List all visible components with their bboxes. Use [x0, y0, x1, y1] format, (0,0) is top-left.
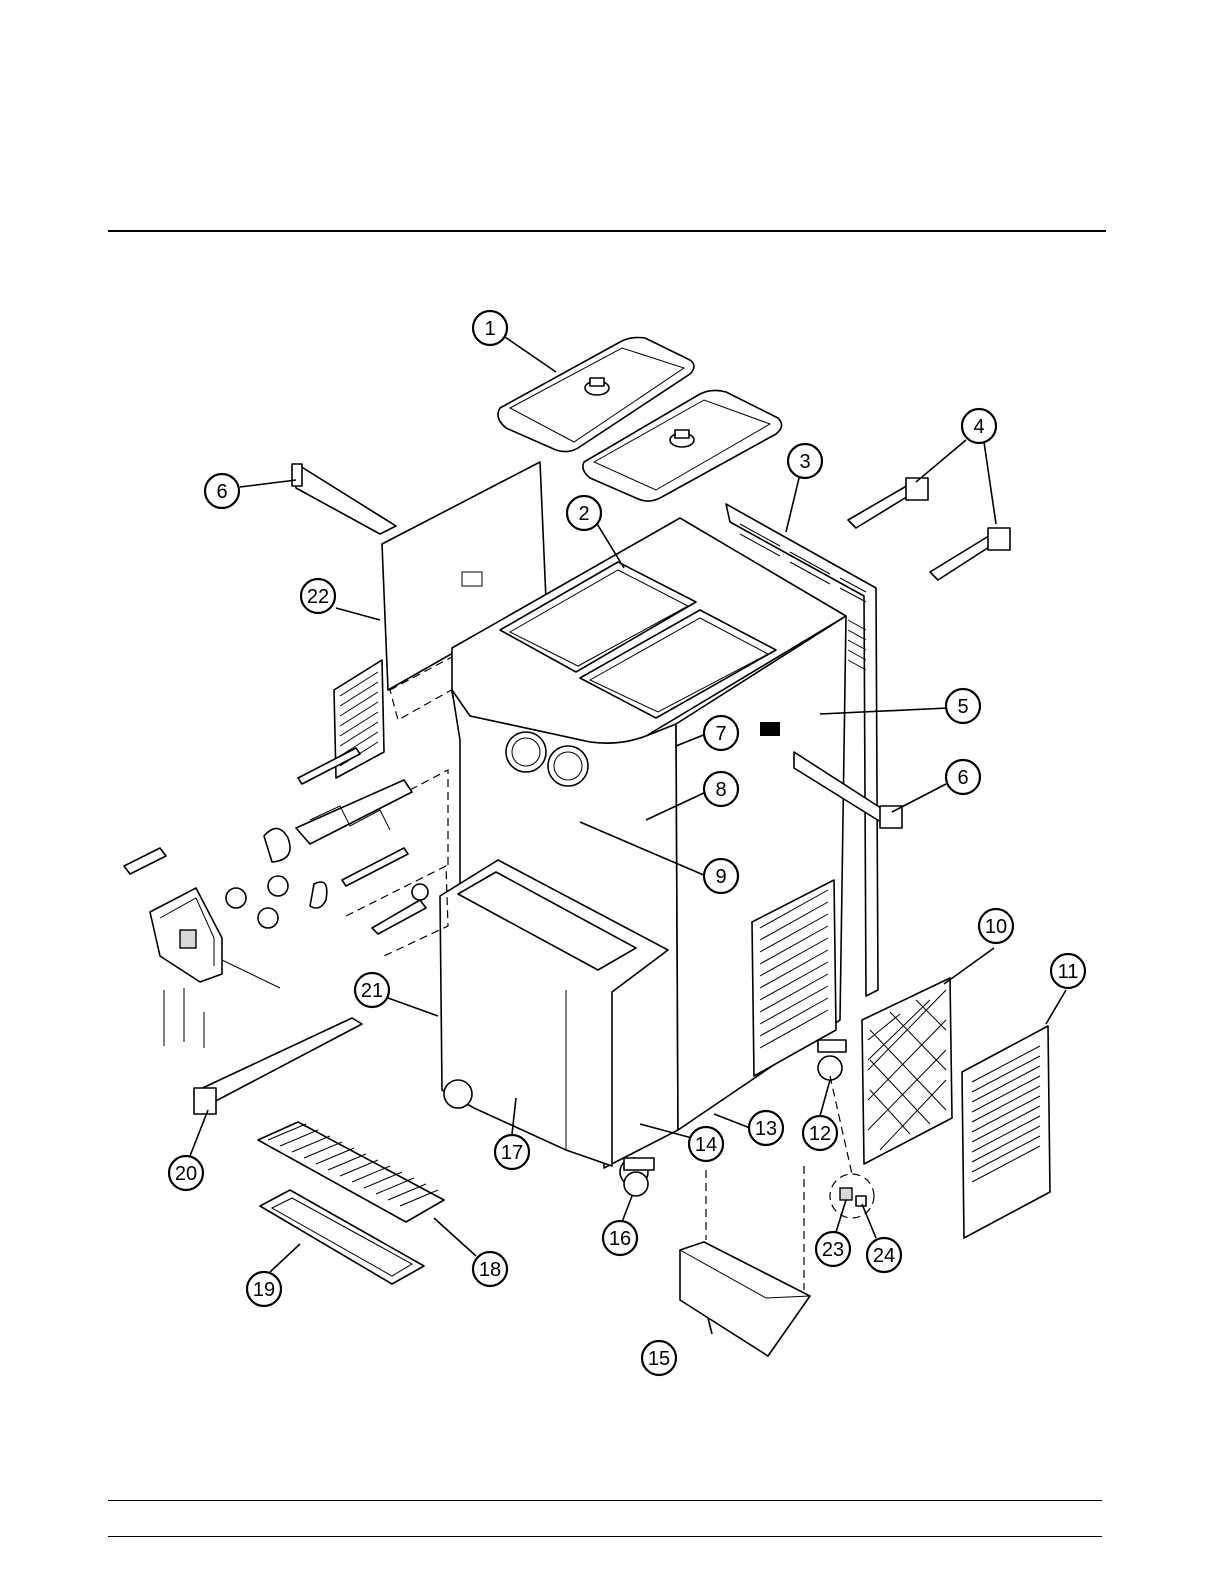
callout-label: 16	[609, 1228, 631, 1250]
callout-10: 10	[979, 909, 1013, 943]
beater-assembly	[264, 748, 448, 956]
callout-label: 6	[957, 767, 968, 789]
callout-11: 11	[1051, 954, 1085, 988]
callout-label: 2	[578, 503, 589, 525]
callout-7: 7	[704, 716, 738, 750]
tray-support-4a	[848, 478, 928, 528]
callout-1: 1	[473, 311, 507, 345]
callout-label: 8	[715, 779, 726, 801]
callout-19: 19	[247, 1272, 281, 1306]
callout-label: 3	[799, 451, 810, 473]
callout-label: 19	[253, 1279, 275, 1301]
callout-label: 21	[361, 980, 383, 1002]
callout-22: 22	[301, 579, 335, 613]
callout-label: 17	[501, 1142, 523, 1164]
callout-label: 14	[695, 1134, 717, 1156]
callout-3: 3	[788, 444, 822, 478]
callout-label: 18	[479, 1259, 501, 1281]
callout-label: 5	[957, 696, 968, 718]
callout-label: 20	[175, 1163, 197, 1185]
callout-13: 13	[749, 1111, 783, 1145]
callout-label: 11	[1058, 961, 1079, 983]
callout-21: 21	[355, 973, 389, 1007]
caster-front-left	[624, 1158, 654, 1196]
base-pan	[680, 1166, 810, 1356]
door-assembly	[124, 848, 280, 1048]
callout-17: 17	[495, 1135, 529, 1169]
callout-18: 18	[473, 1252, 507, 1286]
drip-tray-rail	[194, 1018, 362, 1114]
callout-label: 22	[307, 586, 329, 608]
callout-label: 10	[985, 916, 1007, 938]
callout-label: 24	[873, 1245, 895, 1267]
callout-20: 20	[169, 1156, 203, 1190]
callout-label: 4	[973, 416, 984, 438]
tray-support-upper-left	[292, 464, 396, 534]
callout-4: 4	[962, 409, 996, 443]
callout-15: 15	[642, 1341, 676, 1375]
callout-label: 13	[755, 1118, 777, 1140]
filter-screen	[862, 978, 952, 1164]
callout-6a: 6	[205, 474, 239, 508]
callout-5: 5	[946, 689, 980, 723]
louver-panel-right	[962, 1026, 1050, 1238]
callout-2: 2	[567, 496, 601, 530]
caster-rear-right	[818, 1040, 846, 1080]
callout-label: 9	[715, 866, 726, 888]
callout-6b: 6	[946, 760, 980, 794]
callout-label: 12	[809, 1123, 831, 1145]
callout-12: 12	[803, 1116, 837, 1150]
callout-label: 6	[216, 481, 227, 503]
callout-9: 9	[704, 859, 738, 893]
callout-16: 16	[603, 1221, 637, 1255]
callout-label: 23	[822, 1239, 844, 1261]
callout-8: 8	[704, 772, 738, 806]
callout-label: 7	[715, 723, 726, 745]
callout-label: 1	[484, 318, 495, 340]
tray-support-4b	[930, 528, 1010, 580]
callout-label: 15	[648, 1348, 670, 1370]
callout-23: 23	[816, 1232, 850, 1266]
callout-14: 14	[689, 1127, 723, 1161]
callout-24: 24	[867, 1238, 901, 1272]
